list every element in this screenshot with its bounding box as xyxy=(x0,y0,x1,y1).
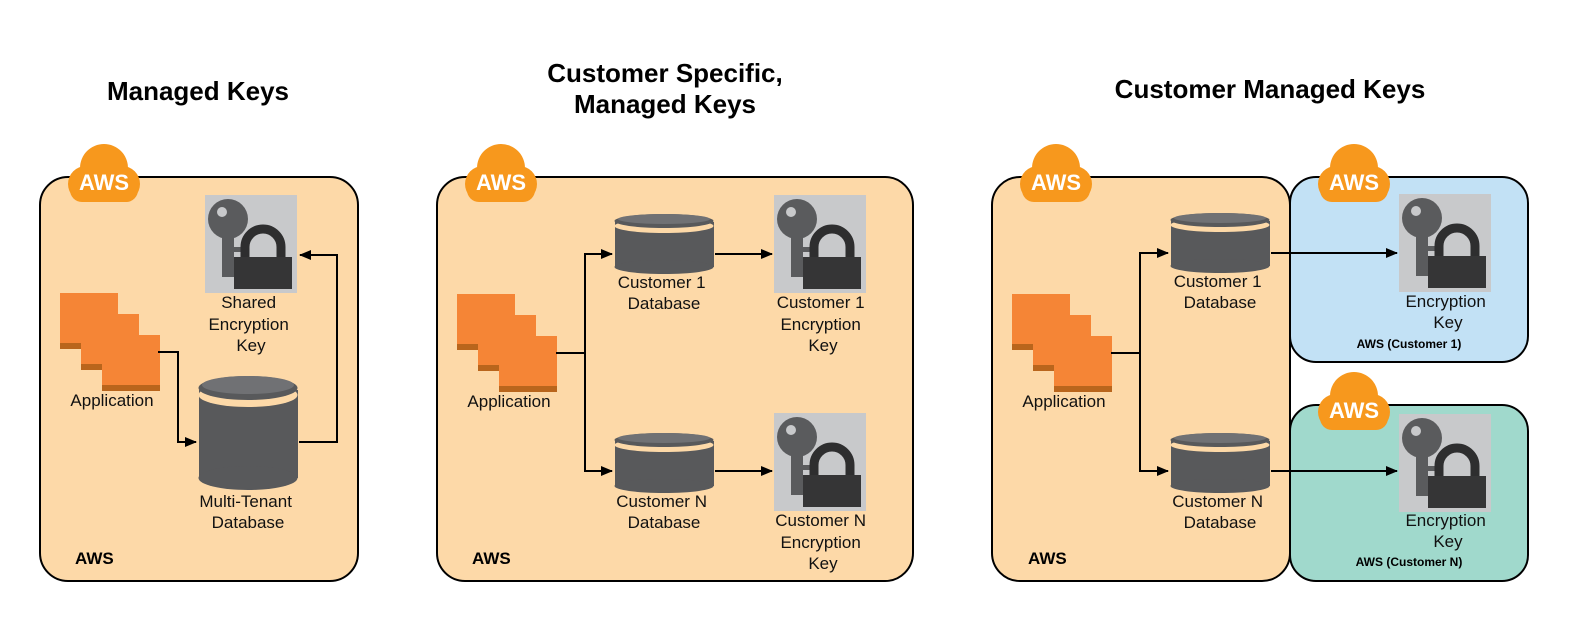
customer-1-database-icon xyxy=(1170,213,1270,273)
customer-1-key-label: Encryption Key xyxy=(1405,292,1490,332)
app-to-customer-n-db-arrow xyxy=(1139,353,1169,476)
aws-cloud-icon: AWS xyxy=(1020,144,1092,202)
aws-cloud-icon-customer-1: AWS xyxy=(1318,144,1390,202)
customer-1-key-label: Customer 1 Encryption Key xyxy=(777,293,870,355)
aws-panel-label: AWS xyxy=(472,549,511,568)
customer-1-key-lock-icon xyxy=(774,195,866,293)
aws-panel-label: AWS xyxy=(1028,549,1067,568)
app-to-customer-1-db-arrow xyxy=(584,249,613,353)
title-managed-keys: Managed Keys xyxy=(107,76,289,106)
panel-customer-specific-managed-keys: AWS Application Customer 1 Database Cust… xyxy=(436,144,914,582)
shared-key-lock-icon xyxy=(205,195,297,293)
app-to-customer-1-db-arrow xyxy=(1139,248,1169,353)
customer-n-key-lock-icon xyxy=(774,413,866,511)
customer-1-database-label: Customer 1 Database xyxy=(618,273,711,313)
title-customer-specific-line2: Managed Keys xyxy=(574,89,756,119)
shared-key-label: Shared Encryption Key xyxy=(208,293,293,355)
application-label: Application xyxy=(467,392,550,411)
title-customer-specific-line1: Customer Specific, xyxy=(547,58,783,88)
customer-1-database-label: Customer 1 Database xyxy=(1174,272,1267,312)
aws-badge-text: AWS xyxy=(79,170,129,195)
application-label: Application xyxy=(1022,392,1105,411)
customer-n-database-label: Customer N Database xyxy=(1172,492,1267,532)
customer-n-database-label: Customer N Database xyxy=(616,492,711,532)
multi-tenant-database-label: Multi-Tenant Database xyxy=(199,492,296,532)
title-customer-managed-keys: Customer Managed Keys xyxy=(1115,74,1426,104)
customer-n-database-icon xyxy=(614,433,714,493)
panel-managed-keys: AWS Shared Encryption Key Application Mu… xyxy=(39,144,359,582)
aws-badge-text: AWS xyxy=(1329,170,1379,195)
aws-badge-text: AWS xyxy=(476,170,526,195)
customer-1-key-lock-icon xyxy=(1399,194,1491,292)
multi-tenant-database-icon xyxy=(198,376,298,490)
customer-n-key-lock-icon xyxy=(1399,414,1491,512)
customer-n-key-label: Customer N Encryption Key xyxy=(775,511,870,573)
aws-account-panel xyxy=(39,176,359,582)
app-to-customer-n-db-arrow xyxy=(584,353,613,476)
panel-customer-managed-keys: AWS AWS AWS Application Customer 1 Datab… xyxy=(991,144,1529,582)
database-to-key-arrow xyxy=(299,250,338,443)
customer-n-database-icon xyxy=(1170,433,1270,493)
aws-badge-text: AWS xyxy=(1329,398,1379,423)
aws-cloud-icon: AWS xyxy=(465,144,537,202)
customer-1-account-label: AWS (Customer 1) xyxy=(1357,337,1462,351)
customer-1-database-icon xyxy=(614,214,714,274)
customer-n-account-label: AWS (Customer N) xyxy=(1356,555,1463,569)
aws-cloud-icon: AWS xyxy=(68,144,140,202)
customer-n-key-label: Encryption Key xyxy=(1405,511,1490,551)
application-label: Application xyxy=(70,391,153,410)
aws-cloud-icon-customer-n: AWS xyxy=(1318,372,1390,430)
aws-panel-label: AWS xyxy=(75,549,114,568)
app-to-database-arrow xyxy=(158,351,197,447)
aws-badge-text: AWS xyxy=(1031,170,1081,195)
